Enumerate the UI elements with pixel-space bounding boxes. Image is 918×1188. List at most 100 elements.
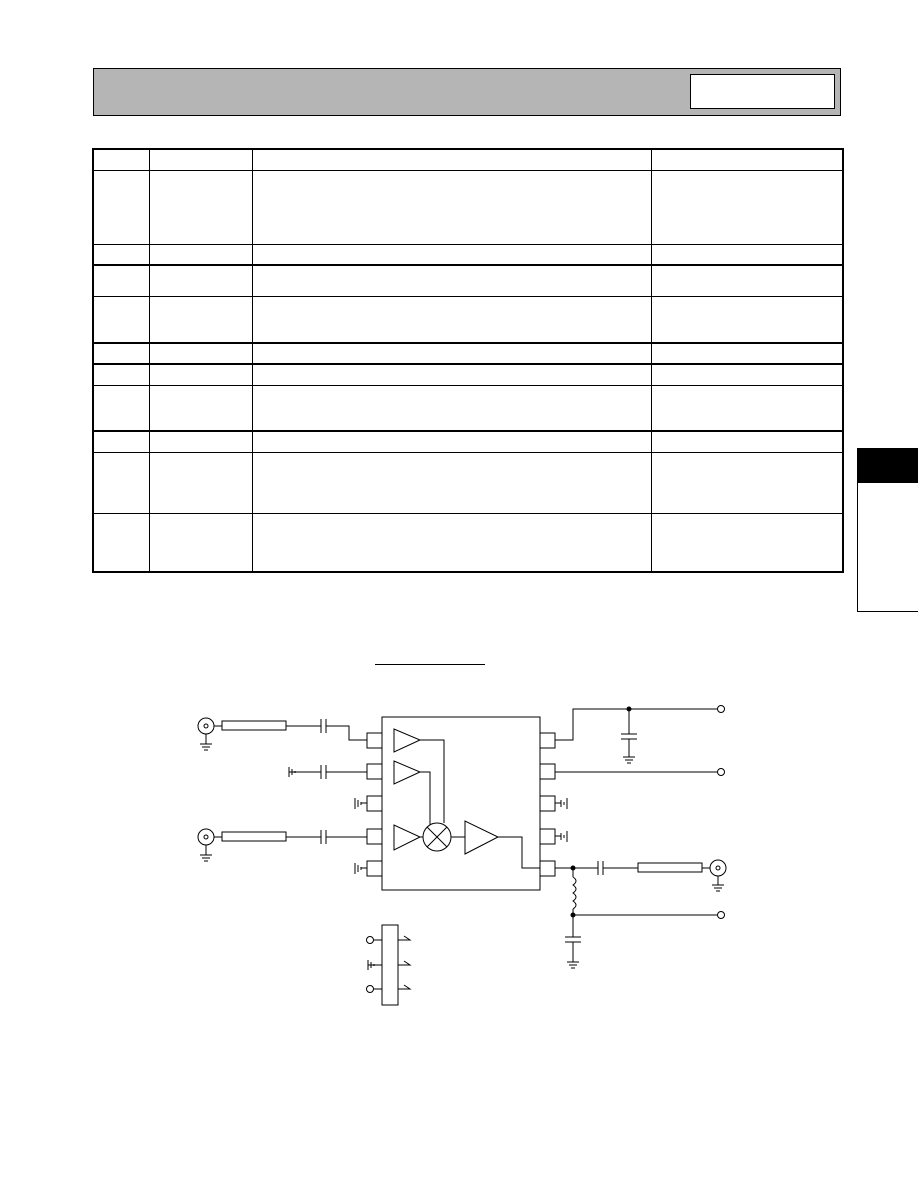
description-cell: [251, 452, 652, 513]
bias-to-mixer-wire: [420, 771, 431, 825]
table-row: [92, 343, 844, 364]
interface-cell: [650, 244, 844, 265]
column-header-pin: [92, 149, 150, 170]
interface-cell: [650, 431, 844, 452]
pin-cell: [92, 364, 150, 385]
description-cell: [251, 431, 652, 452]
lo-transmission-line: [221, 720, 287, 731]
application-schematic: [197, 705, 727, 1006]
interface-cell: [650, 296, 844, 343]
vcc-terminal: [717, 705, 725, 713]
if-output-wire: [498, 836, 540, 869]
bias-terminal: [717, 911, 725, 919]
table-row: [92, 431, 844, 452]
description-cell: [251, 385, 652, 431]
interface-cell: [650, 265, 844, 296]
function-cell: [148, 265, 253, 296]
pin-cell: [92, 244, 150, 265]
lo-input-connector-center: [203, 723, 209, 729]
rf-input-connector-center: [203, 834, 209, 840]
pin-cell: [92, 343, 150, 364]
if-transmission-line: [637, 862, 703, 873]
column-header-description: [251, 149, 652, 170]
rf-amplifier: [393, 824, 422, 851]
pin-cell: [92, 431, 150, 452]
pin-pad-left-5: [366, 860, 383, 877]
pin-cell: [92, 385, 150, 431]
description-cell: [251, 265, 652, 296]
pin-cell: [92, 170, 150, 244]
description-cell: [251, 513, 652, 572]
side-tab-marker: [858, 449, 918, 483]
pin-cell: [92, 265, 150, 296]
function-cell: [148, 244, 253, 265]
connector-pin-arrow-3: [398, 984, 412, 990]
function-cell: [148, 513, 253, 572]
table-header-row: [92, 149, 844, 170]
interface-cell: [650, 364, 844, 385]
lo-wire-c: [326, 725, 367, 741]
connector-terminal-3: [366, 985, 374, 993]
table-row: [92, 244, 844, 265]
table-row: [92, 513, 844, 572]
interface-cell: [650, 452, 844, 513]
description-cell: [251, 296, 652, 343]
connector-block: [381, 924, 399, 1006]
interface-cell: [650, 343, 844, 364]
table-row: [92, 296, 844, 343]
pin-cell: [92, 513, 150, 572]
column-header-interface: [650, 149, 844, 170]
description-cell: [251, 170, 652, 244]
bias-inductor: [572, 876, 577, 910]
control-terminal: [717, 768, 725, 776]
part-number-box: [690, 74, 835, 109]
pin-pad-left-4: [366, 828, 383, 845]
description-cell: [251, 244, 652, 265]
table-row: [92, 265, 844, 296]
bias-amplifier: [393, 760, 422, 785]
mixer-cross-b: [426, 826, 448, 848]
function-cell: [148, 452, 253, 513]
column-header-function: [148, 149, 253, 170]
table-row: [92, 170, 844, 244]
pin-pad-right-2: [539, 763, 556, 780]
pin-cell: [92, 296, 150, 343]
lo-to-mixer-wire: [420, 739, 445, 823]
pin-pad-left-1: [366, 732, 383, 749]
connector-pin-arrow-2: [398, 960, 412, 966]
pin-function-table: [92, 148, 844, 573]
description-cell: [251, 343, 652, 364]
table-row: [92, 364, 844, 385]
connector-terminal-1: [366, 936, 374, 944]
vcc-wire: [555, 708, 718, 741]
function-cell: [148, 343, 253, 364]
rf-transmission-line: [221, 831, 287, 842]
function-cell: [148, 364, 253, 385]
pin-pad-left-2: [366, 763, 383, 780]
section-side-tab: [857, 448, 918, 612]
if-amplifier: [464, 820, 500, 855]
if-output-connector-center: [715, 865, 721, 871]
lo-input-connector: [197, 717, 215, 735]
function-cell: [148, 296, 253, 343]
function-cell: [148, 170, 253, 244]
pin-pad-right-5: [539, 860, 556, 877]
interface-cell: [650, 385, 844, 431]
function-cell: [148, 385, 253, 431]
rf-input-connector: [197, 828, 215, 846]
connector-pin-arrow-1: [398, 935, 412, 941]
pin-cell: [92, 452, 150, 513]
table-row: [92, 452, 844, 513]
interface-cell: [650, 170, 844, 244]
interface-cell: [650, 513, 844, 572]
schematic-title-underline: [375, 664, 485, 665]
pin-pad-right-3: [539, 795, 556, 812]
description-cell: [251, 364, 652, 385]
ic-body: [381, 716, 541, 891]
pin-pad-right-4: [539, 828, 556, 845]
table-row: [92, 385, 844, 431]
function-cell: [148, 431, 253, 452]
if-output-connector: [709, 859, 727, 877]
pin-pad-right-1: [539, 732, 556, 749]
lo-amplifier: [393, 728, 422, 753]
